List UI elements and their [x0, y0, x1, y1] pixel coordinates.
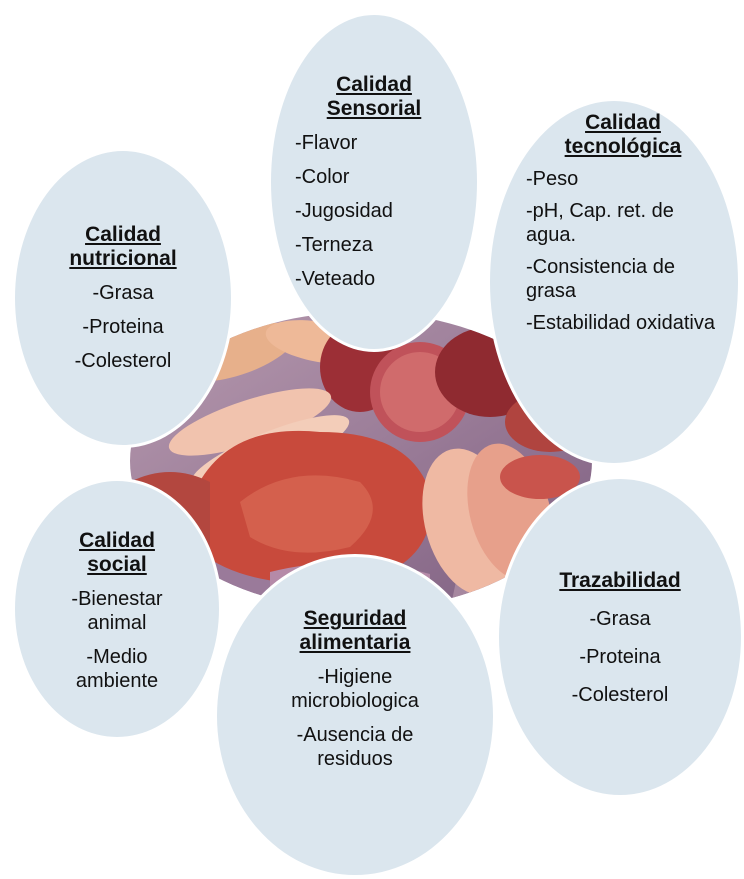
petal-title: Calidad — [15, 529, 219, 553]
petal-title: Sensorial — [271, 97, 477, 121]
list-item: -Grasa — [499, 607, 741, 631]
petal-calidad-sensorial: Calidad Sensorial -Flavor -Color -Jugosi… — [268, 12, 480, 352]
petal-title: nutricional — [15, 247, 231, 271]
list-item: -Color — [271, 165, 477, 189]
petal-seguridad-alimentaria: Seguridad alimentaria -Higiene microbiol… — [214, 554, 496, 878]
list-item: -Colesterol — [15, 349, 231, 373]
petal-calidad-social: Calidad social -Bienestar animal -Medio … — [12, 478, 222, 740]
list-item: -Jugosidad — [271, 199, 477, 223]
list-item: -Ausencia de residuos — [217, 723, 493, 771]
list-item: -Terneza — [271, 233, 477, 257]
petal-calidad-tecnologica: Calidad tecnológica -Peso -pH, Cap. ret.… — [487, 98, 741, 466]
petal-title: Calidad — [271, 73, 477, 97]
list-item: -Bienestar animal — [15, 587, 219, 635]
list-item: -Veteado — [271, 267, 477, 291]
petal-title: Calidad — [526, 111, 720, 135]
list-item: -Proteina — [15, 315, 231, 339]
petal-title: Calidad — [15, 223, 231, 247]
list-item: -Proteina — [499, 645, 741, 669]
list-item: -Medio ambiente — [15, 645, 219, 693]
petal-title: alimentaria — [217, 631, 493, 655]
list-item: -Grasa — [15, 281, 231, 305]
list-item: -Consistencia de grasa — [526, 255, 728, 303]
list-item: -Flavor — [271, 131, 477, 155]
petal-trazabilidad: Trazabilidad -Grasa -Proteina -Colestero… — [496, 476, 744, 798]
list-item: -Colesterol — [499, 683, 741, 707]
petal-title: Seguridad — [217, 607, 493, 631]
list-item: -Peso — [526, 167, 728, 191]
petal-title: tecnológica — [526, 135, 720, 159]
list-item: -pH, Cap. ret. de agua. — [526, 199, 728, 247]
petal-calidad-nutricional: Calidad nutricional -Grasa -Proteina -Co… — [12, 148, 234, 448]
petal-title: Trazabilidad — [499, 569, 741, 593]
list-item: -Estabilidad oxidativa — [526, 311, 728, 335]
list-item: -Higiene microbiologica — [217, 665, 493, 713]
petal-title: social — [15, 553, 219, 577]
